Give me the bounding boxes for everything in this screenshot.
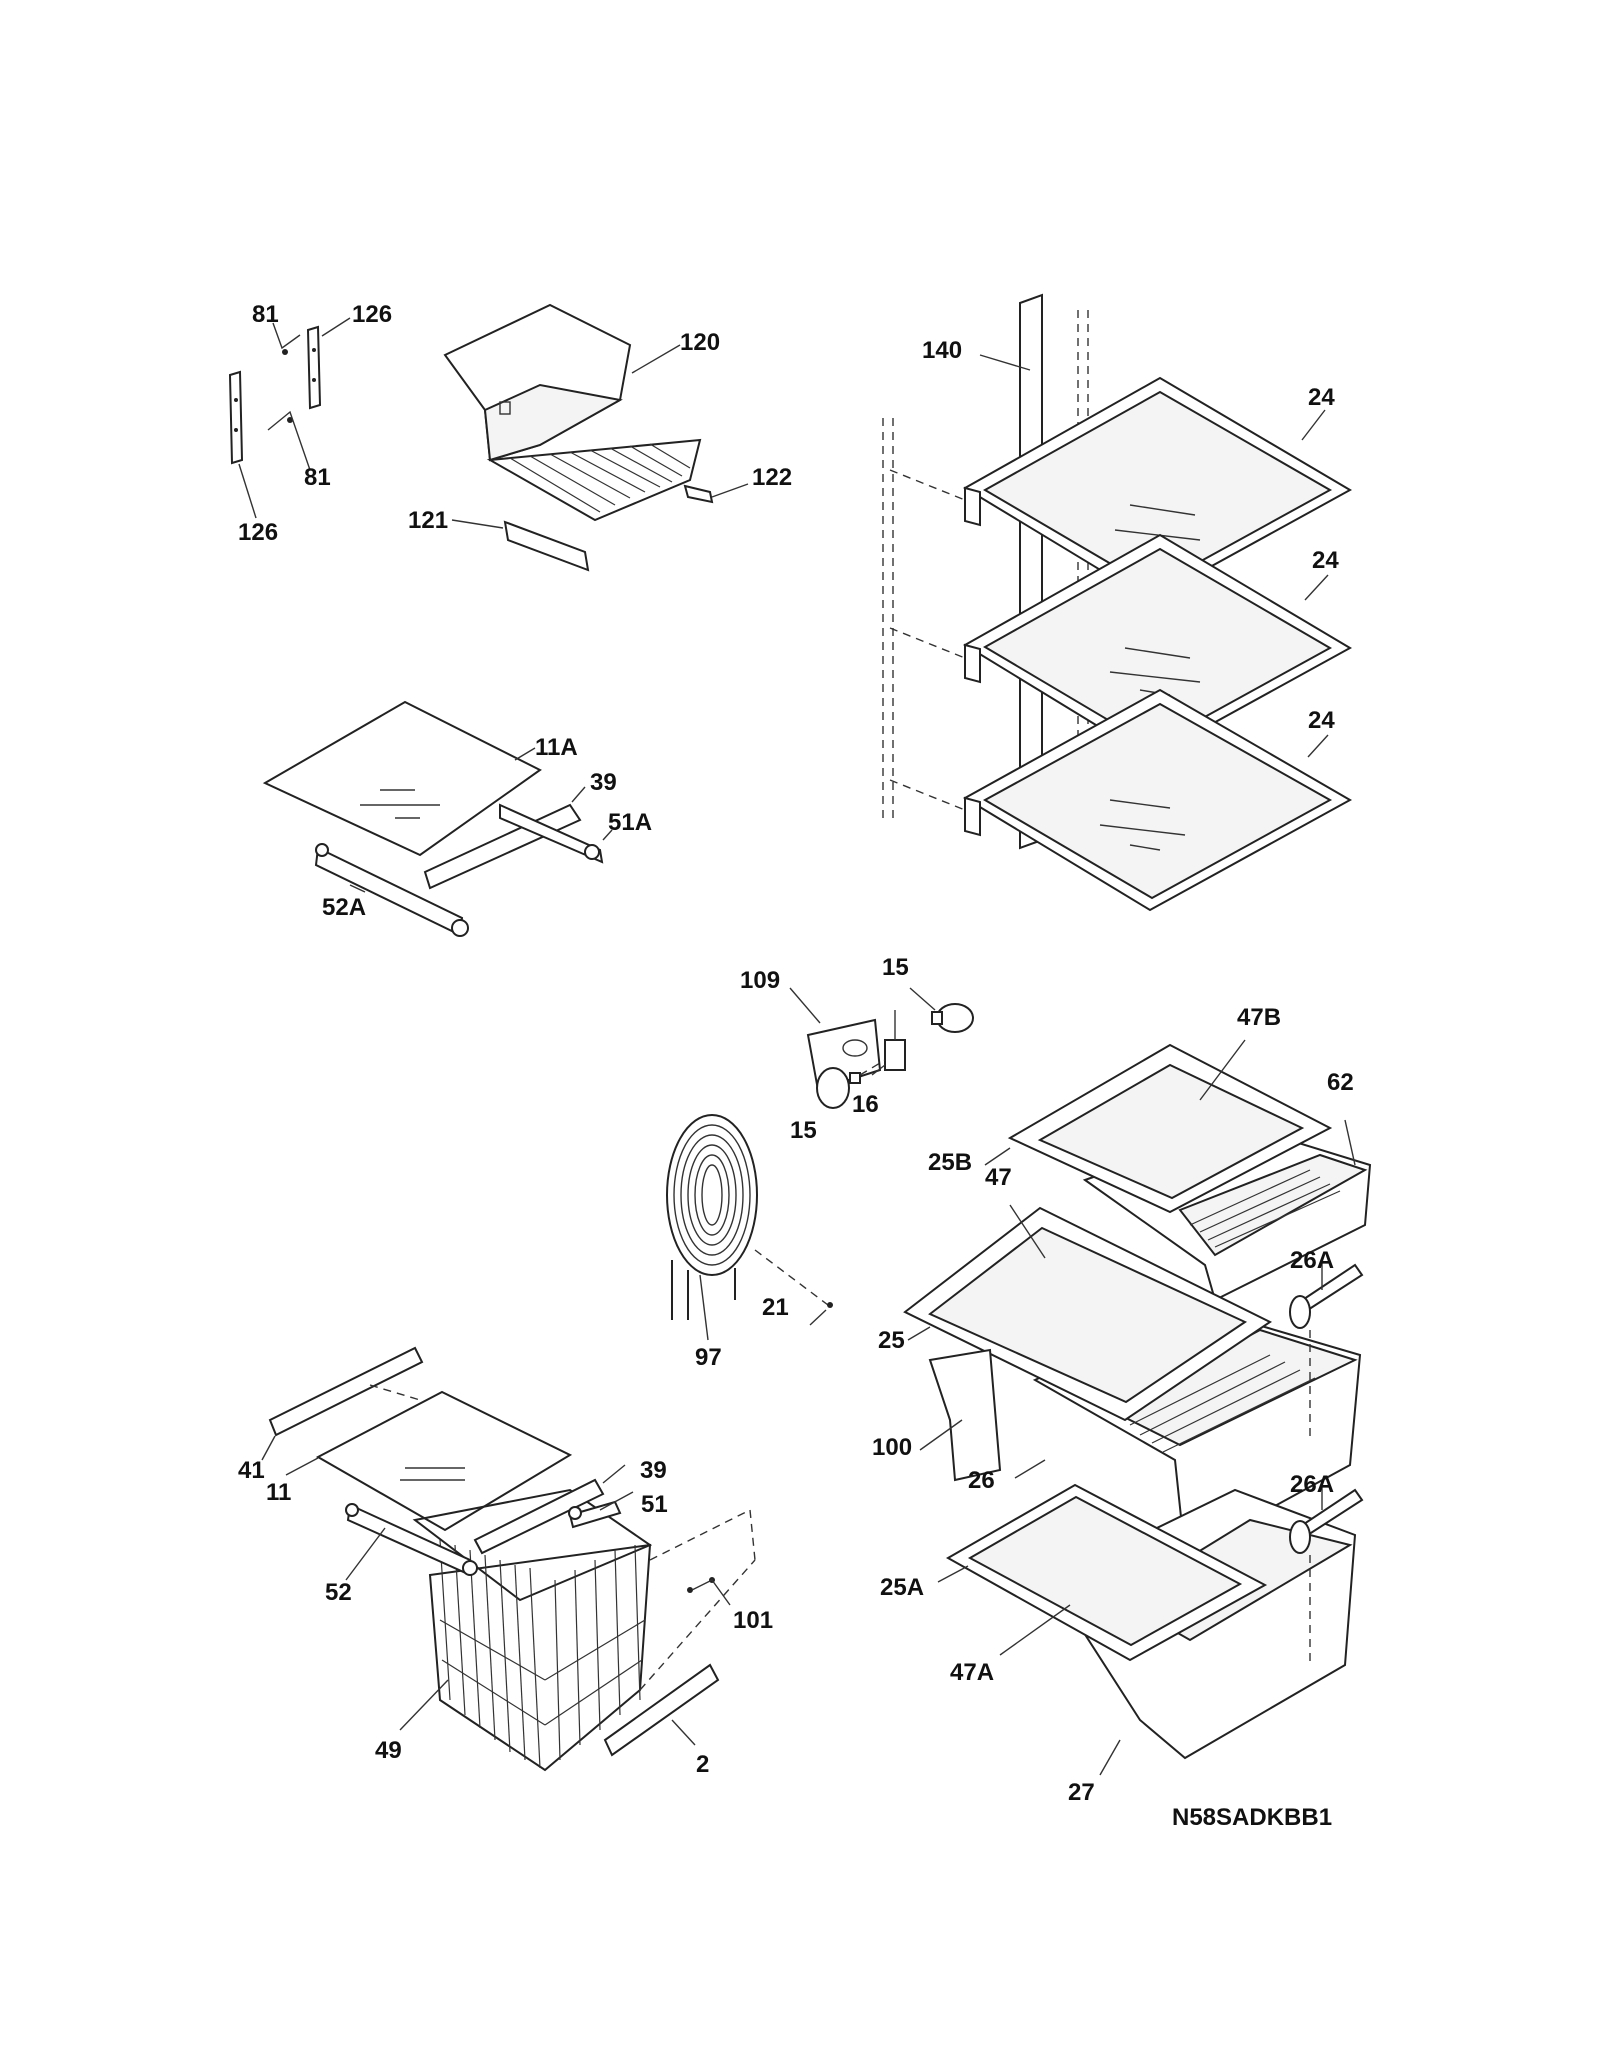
- callout-101: 101: [733, 1607, 773, 1634]
- crisper-cover-47A-part: [945, 1483, 1268, 1662]
- trim-2-part: [603, 1663, 720, 1757]
- light-bulb-15-upper: [931, 1003, 974, 1033]
- callout-39: 39: [640, 1457, 667, 1484]
- light-bulb-15-lower: [816, 1067, 861, 1109]
- callout-47A: 47A: [950, 1659, 994, 1686]
- callout-11: 11: [266, 1479, 291, 1506]
- ice-bin-part: [443, 303, 702, 522]
- slide-51A-part: [499, 803, 604, 864]
- slide-51-part: [568, 1500, 622, 1529]
- callout-11A: 11A: [535, 734, 578, 761]
- callout-41: 41: [238, 1457, 265, 1484]
- callout-97: 97: [695, 1344, 722, 1371]
- callout-52: 52: [325, 1579, 352, 1606]
- glass-shelf-24-lower: [963, 688, 1353, 912]
- callout-25B: 25B: [928, 1149, 972, 1176]
- glass-shelf-24-upper: [963, 376, 1353, 602]
- callout-126: 126: [238, 519, 278, 546]
- callout-21: 21: [762, 1294, 789, 1321]
- model-code: N58SADKBB1: [1172, 1804, 1332, 1831]
- callout-47B: 47B: [1237, 1004, 1281, 1031]
- heater-coil-97-part: [666, 1114, 758, 1320]
- callout-47: 47: [985, 1164, 1012, 1191]
- callout-2: 2: [696, 1751, 709, 1778]
- pan-slide-26A-upper: [1289, 1263, 1364, 1329]
- crisper-cover-47B-part: [1007, 1043, 1333, 1214]
- callout-26A: 26A: [1290, 1471, 1334, 1498]
- callout-62: 62: [1327, 1069, 1354, 1096]
- trim-39-lower-part: [473, 1478, 605, 1555]
- screw-21-part: [827, 1302, 833, 1308]
- callout-81: 81: [252, 301, 279, 328]
- callout-16: 16: [852, 1091, 879, 1118]
- slide-52A-part: [314, 843, 469, 937]
- callout-15: 15: [790, 1117, 817, 1144]
- wire-basket-49-part: [412, 1488, 653, 1772]
- callout-24: 24: [1308, 707, 1335, 734]
- callout-26: 26: [968, 1467, 995, 1494]
- callout-24: 24: [1312, 547, 1339, 574]
- callout-26A: 26A: [1290, 1247, 1334, 1274]
- slide-52-part: [345, 1503, 478, 1576]
- glass-shelf-24-middle: [963, 533, 1353, 760]
- callout-52A: 52A: [322, 894, 366, 921]
- callout-24: 24: [1308, 384, 1335, 411]
- pan-slide-26A-lower: [1289, 1488, 1364, 1554]
- bracket-126-part: [228, 325, 322, 465]
- crisper-cover-47-part: [903, 1206, 1272, 1422]
- callout-25: 25: [878, 1327, 905, 1354]
- callout-27: 27: [1068, 1779, 1095, 1806]
- callout-100: 100: [872, 1434, 912, 1461]
- callout-122: 122: [752, 464, 792, 491]
- bracket-121-part: [503, 520, 590, 572]
- panel-100-part: [928, 1348, 1002, 1482]
- trim-41-part: [268, 1346, 424, 1437]
- glass-shelf-11-part: [315, 1390, 573, 1532]
- lamp-socket-16-part: [884, 1010, 906, 1071]
- callout-126: 126: [352, 301, 392, 328]
- callout-81: 81: [304, 464, 331, 491]
- callout-51: 51: [641, 1491, 668, 1518]
- callout-140: 140: [922, 337, 962, 364]
- callout-121: 121: [408, 507, 448, 534]
- callout-39: 39: [590, 769, 617, 796]
- callout-15: 15: [882, 954, 909, 981]
- callout-120: 120: [680, 329, 720, 356]
- callout-51A: 51A: [608, 809, 652, 836]
- callout-25A: 25A: [880, 1574, 924, 1601]
- glass-shelf-11A-part: [262, 700, 542, 857]
- bracket-122-part: [683, 484, 714, 504]
- callout-49: 49: [375, 1737, 402, 1764]
- callout-109: 109: [740, 967, 780, 994]
